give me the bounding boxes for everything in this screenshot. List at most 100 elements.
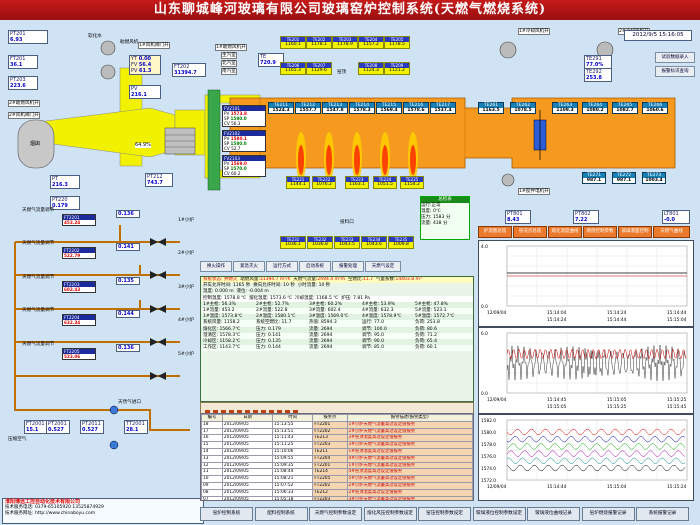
pv2-box[interactable]: PV 216.1 <box>129 85 161 99</box>
nav-button[interactable]: 窑炉控制系统 <box>200 507 253 521</box>
nav-button[interactable]: 配料控制系统 <box>254 507 308 521</box>
cooling-fan-1[interactable]: 1#冷却风机开 <box>518 28 550 35</box>
te-box[interactable]: TE 720.9 <box>258 53 284 67</box>
tab-glass-level[interactable]: 玻璃液面控制 <box>618 226 652 238</box>
tab-emergency[interactable]: 紧急灭火 <box>233 261 265 272</box>
tab-furnace-temps[interactable]: 炉温图总揽 <box>478 226 512 238</box>
lt801-box[interactable]: LT801-0.0 <box>662 210 690 224</box>
pt2201-box[interactable]: 0.136 <box>116 210 140 218</box>
tab-swap-fire[interactable]: 换火操作 <box>200 261 232 272</box>
pt2202-box[interactable]: 0.141 <box>116 243 140 251</box>
pt201-box[interactable]: PT201 6.93 <box>8 30 48 44</box>
alarm-query-button[interactable]: 报警标识查询 <box>655 66 695 77</box>
gas-valve-main[interactable]: 主汽室 <box>221 52 237 59</box>
ft202-box[interactable]: FT202 31394.7 <box>172 63 206 77</box>
gas-valve-north[interactable]: 北汽室 <box>221 60 237 67</box>
nav-button[interactable]: 窑炉燃烧报警记录 <box>581 507 635 521</box>
pt203-box[interactable]: PT203 223.6 <box>8 76 38 90</box>
nav-button[interactable]: 玻璃液位曲线记录 <box>527 507 580 521</box>
fault-panel[interactable]: 总检表 运行:正常 温度: 0℃ 压力: 1583 分 流量: 438 分 <box>420 196 470 240</box>
nav-button[interactable]: 熔化风压控制参数设定 <box>363 507 417 521</box>
fv2103-panel[interactable]: FV2103 PV 1569.0 SP 1570.0 CV 60.2 <box>222 155 266 177</box>
ft2202-panel[interactable]: FT2202 522.79 <box>62 247 96 259</box>
ft2205-panel[interactable]: FT2205 523.06 <box>62 348 96 360</box>
tab-gas-setting[interactable]: 天燃气设定 <box>365 261 401 272</box>
ft201-box[interactable]: FT201 36.1 <box>8 55 38 69</box>
nav-button[interactable]: 窑压控制参数设定 <box>418 507 471 521</box>
pt212-box[interactable]: PT212 743.7 <box>145 173 173 187</box>
fan-valve-2[interactable]: 2#风机阀门开 <box>8 112 40 119</box>
fan-1-on[interactable]: 1#助燃风机开 <box>215 44 247 51</box>
pt2204-box[interactable]: 0.144 <box>116 310 140 318</box>
fv-box[interactable]: YT 0.00 FV 56.4 PV 61.3 <box>129 55 161 75</box>
tab-start-system[interactable]: 启动系统 <box>299 261 331 272</box>
fan-valve-1[interactable]: 1#风机阀门开 <box>138 42 170 49</box>
tab-run-mode[interactable]: 运行方式 <box>266 261 298 272</box>
pt2205-box[interactable]: 0.136 <box>116 344 140 352</box>
pt2203-box[interactable]: 0.135 <box>116 277 140 285</box>
tab-kiln-points[interactable]: 窑况点总揽 <box>513 226 547 238</box>
test-data-button[interactable]: 试验数据录入 <box>655 52 695 63</box>
fv2102-panel[interactable]: FV2102 PV 1580.1 SP 1580.0 CV 52.7 <box>222 130 266 152</box>
nav-button[interactable]: 系统报警记录 <box>636 507 689 521</box>
stirrer-1[interactable]: 1#搅拌电机开 <box>518 188 550 195</box>
tab-alarm-handle[interactable]: 报警处理 <box>332 261 364 272</box>
ft2204-panel[interactable]: FT2204 632.34 <box>62 314 96 326</box>
gas-valve-south[interactable]: 南汽室 <box>221 68 237 75</box>
tab-combustion[interactable]: 燃烧控制参数 <box>583 226 617 238</box>
